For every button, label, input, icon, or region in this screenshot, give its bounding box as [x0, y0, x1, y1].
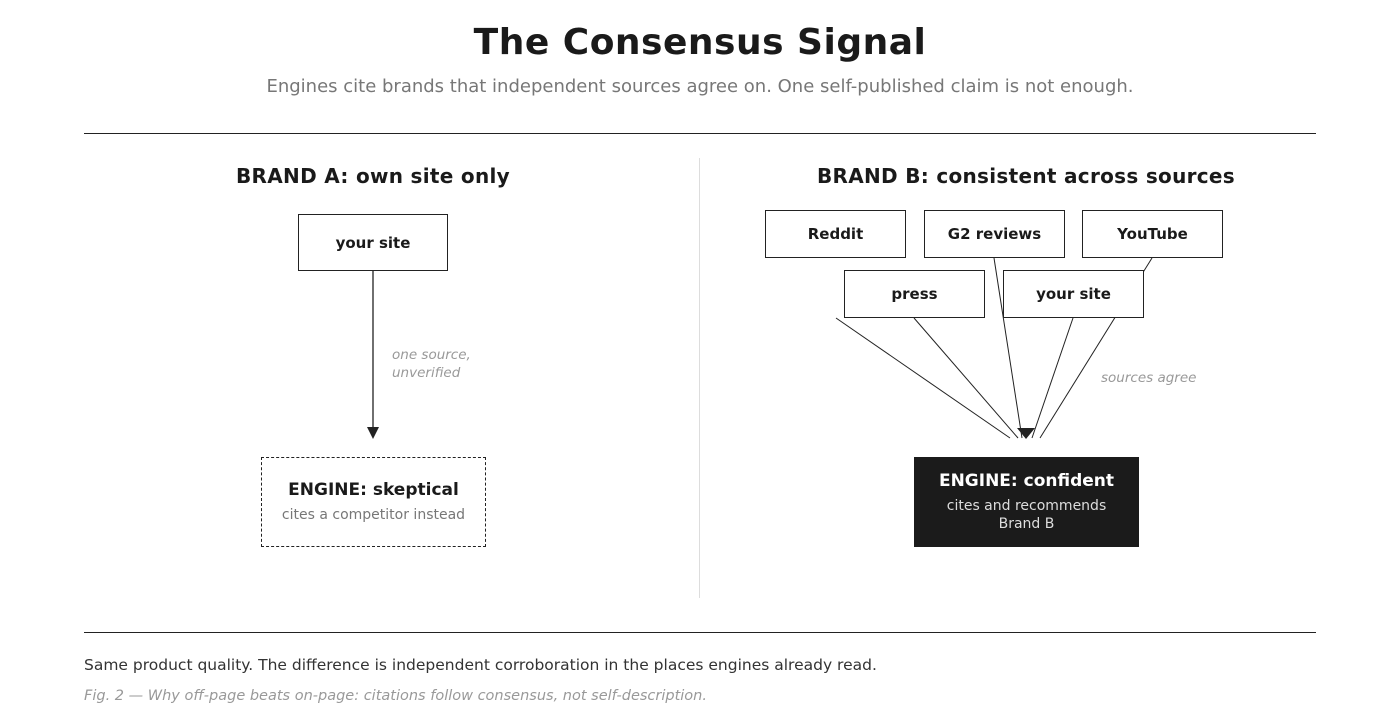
engine-skeptical-title: ENGINE: skeptical: [288, 480, 459, 500]
bottom-rule: [84, 632, 1316, 633]
brand-b-annotation: sources agree: [1101, 370, 1197, 386]
footer-text: Same product quality. The difference is …: [84, 656, 877, 674]
line-press: [913, 317, 1019, 439]
line-g2-reviews: [993, 257, 1023, 439]
engine-confident-box: ENGINE: confident cites and recommends B…: [914, 457, 1139, 547]
panel-divider: [699, 158, 700, 598]
brand-a-title: BRAND A: own site only: [236, 164, 510, 188]
brand-a-annotation: one source, unverified: [392, 346, 471, 382]
engine-skeptical-subtitle: cites a competitor instead: [281, 507, 466, 523]
engine-confident-title: ENGINE: confident: [938, 471, 1115, 491]
brand-b-title: BRAND B: consistent across sources: [816, 164, 1236, 188]
page-title: The Consensus Signal: [473, 22, 927, 63]
figure-caption: Fig. 2 — Why off-page beats on-page: cit…: [84, 688, 707, 704]
engine-skeptical-box: ENGINE: skeptical cites a competitor ins…: [261, 457, 486, 547]
brand-a-annotation-line2: unverified: [392, 365, 461, 381]
line-press-outer: [835, 317, 1011, 439]
source-youtube: YouTube: [1082, 210, 1223, 258]
top-rule: [84, 133, 1316, 134]
brand-a-annotation-line1: one source,: [392, 347, 471, 363]
source-reddit: Reddit: [765, 210, 906, 258]
engine-confident-subtitle: cites and recommends Brand B: [946, 498, 1107, 532]
page-subtitle: Engines cite brands that independent sou…: [266, 76, 1134, 97]
source-press: press: [844, 270, 985, 318]
source-your-site: your site: [1003, 270, 1144, 318]
brand-a-source-your-site: your site: [298, 214, 448, 271]
brand-b-arrowhead: [1017, 428, 1035, 439]
line-your-site: [1031, 317, 1074, 439]
source-g2-reviews: G2 reviews: [924, 210, 1065, 258]
